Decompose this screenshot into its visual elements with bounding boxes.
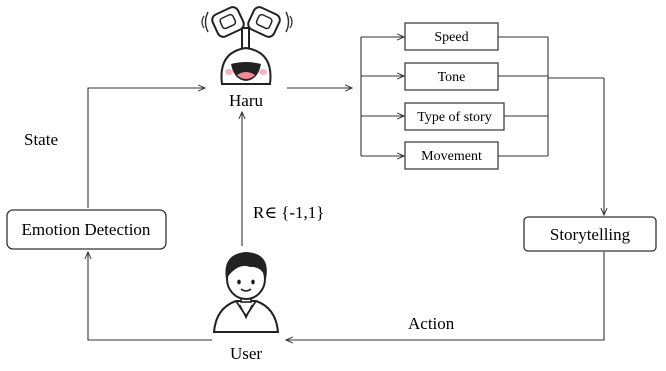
haru-label: Haru <box>229 91 263 110</box>
reward-label: R∈ {-1,1} <box>253 203 324 222</box>
haru-robot-icon <box>201 6 293 85</box>
arrow-state-to-haru <box>87 88 205 208</box>
diagram-connectors <box>88 37 604 340</box>
emotion-detection-box <box>6 209 167 250</box>
storytelling-label: Storytelling <box>550 225 631 244</box>
user-avatar-icon <box>212 252 280 333</box>
parameter-box-movement <box>404 141 499 170</box>
parameter-label-type-of-story: Type of story <box>417 110 491 125</box>
arrow-user-to-emotion-detection <box>88 252 212 341</box>
arrow-action-to-user <box>286 252 605 340</box>
emotion-detection-label: Emotion Detection <box>22 220 151 239</box>
state-label: State <box>24 130 58 149</box>
parameter-label-tone: Tone <box>438 70 466 85</box>
action-label: Action <box>408 314 455 333</box>
parameter-label-movement: Movement <box>421 149 482 164</box>
parameter-label-speed: Speed <box>434 30 468 45</box>
storytelling-box <box>523 216 657 252</box>
user-label: User <box>230 344 262 363</box>
